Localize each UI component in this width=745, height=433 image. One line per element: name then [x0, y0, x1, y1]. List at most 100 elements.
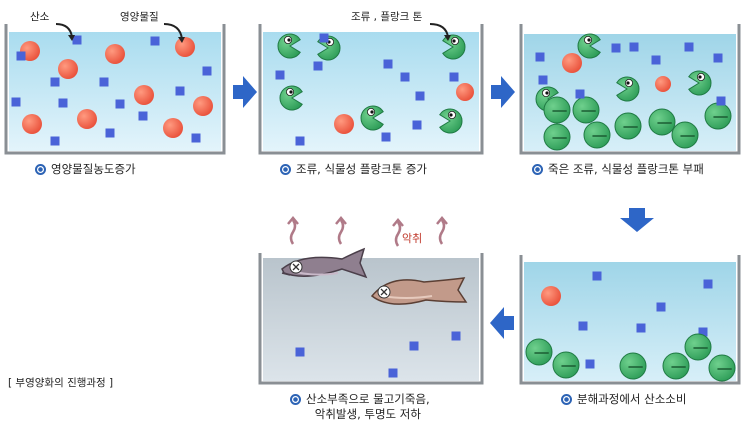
plankton-eating-icon — [360, 105, 384, 131]
flow-arrow-2 — [491, 76, 515, 108]
nutrient-particle — [409, 341, 419, 351]
plankton-particle — [648, 108, 676, 136]
bullet-icon — [290, 394, 301, 405]
odor-wisps — [287, 216, 448, 247]
plankton-particle — [572, 96, 600, 124]
oxygen-particle — [175, 37, 195, 57]
plankton-pupil — [587, 38, 591, 42]
plankton-pupil — [545, 91, 549, 95]
nutrient-particle — [50, 136, 60, 146]
nutrient-particle — [275, 70, 285, 80]
nutrient-particle — [400, 72, 410, 82]
nutrient-particle — [16, 51, 26, 61]
nutrient-particle — [578, 321, 588, 331]
nutrient-particle — [150, 36, 160, 46]
label-nutrients: 영양물질 — [120, 11, 159, 23]
oxygen-particle — [334, 114, 354, 134]
plankton-particle — [684, 333, 712, 361]
oxygen-particle — [163, 118, 183, 138]
flow-arrow-3 — [620, 208, 654, 232]
plankton-pupil — [449, 113, 453, 117]
label-algae: 조류 , 플랑크 톤 — [351, 11, 423, 23]
dead-fish-icon — [281, 247, 368, 279]
nutrient-particle — [115, 99, 125, 109]
caption-text: 산소부족으로 물고기죽음, — [306, 392, 430, 406]
nutrient-particle — [295, 136, 305, 146]
nutrient-particle — [191, 133, 201, 143]
nutrient-particle — [138, 111, 148, 121]
nutrient-particle — [99, 77, 109, 87]
oxygen-particle — [22, 114, 42, 134]
flow-arrow-1 — [233, 76, 257, 108]
plankton-particle — [704, 102, 732, 130]
nutrient-particle — [412, 120, 422, 130]
plankton-eating-icon — [277, 33, 301, 59]
caption-text: 조류, 식물성 플랑크톤 증가 — [296, 162, 428, 176]
nutrient-particle — [58, 98, 68, 108]
nutrient-particle — [415, 91, 425, 101]
plankton-particle — [671, 121, 699, 149]
nutrient-particle — [11, 97, 21, 107]
plankton-particle — [552, 351, 580, 379]
nutrient-particle — [538, 75, 548, 85]
nutrient-particle — [698, 327, 708, 337]
plankton-pupil — [626, 81, 630, 85]
plankton-pupil — [289, 90, 293, 94]
bullet-icon — [532, 164, 543, 175]
bullet-icon — [35, 164, 46, 175]
oxygen-particle — [193, 96, 213, 116]
nutrient-particle — [72, 35, 82, 45]
nutrient-particle — [295, 347, 305, 357]
nutrient-particle — [651, 55, 661, 65]
oxygen-pointer — [55, 23, 73, 38]
oxygen-particle — [541, 286, 561, 306]
nutrient-particle — [381, 132, 391, 142]
oxygen-particle — [655, 76, 671, 92]
caption-stage-2: 조류, 식물성 플랑크톤 증가 — [280, 162, 427, 177]
caption-text: 영양물질농도증가 — [51, 162, 136, 176]
caption-text: 분해과정에서 산소소비 — [577, 392, 687, 406]
nutrient-particle — [313, 61, 323, 71]
bullet-icon — [280, 164, 291, 175]
nutrient-particle — [50, 77, 60, 87]
plankton-pupil — [370, 110, 374, 114]
caption-stage-3: 죽은 조류, 식물성 플랑크톤 부패 — [532, 162, 704, 177]
oxygen-particle — [456, 83, 474, 101]
nutrient-particle — [611, 43, 621, 53]
plankton-eating-icon — [688, 70, 712, 96]
oxygen-particle — [58, 59, 78, 79]
nutrient-particle — [684, 42, 694, 52]
nutrient-particle — [383, 59, 393, 69]
plankton-particle — [543, 96, 571, 124]
nutrient-particle — [202, 66, 212, 76]
nutrient-particle — [656, 302, 666, 312]
plankton-eating-icon — [577, 33, 601, 59]
nutrient-particle — [449, 72, 459, 82]
nutrient-particle — [105, 128, 115, 138]
flow-arrow-4 — [490, 307, 514, 339]
caption-text: 악취발생, 투명도 저하 — [314, 407, 421, 421]
plankton-particle — [614, 112, 642, 140]
plankton-eating-icon — [616, 76, 640, 102]
nutrient-particle — [535, 52, 545, 62]
plankton-particle — [662, 352, 690, 380]
nutrient-particle — [716, 96, 726, 106]
plankton-particle — [619, 352, 647, 380]
plankton-particle — [583, 121, 611, 149]
nutrient-particle — [636, 323, 646, 333]
plankton-particle — [708, 354, 736, 382]
plankton-eating-icon — [439, 108, 463, 134]
oxygen-particle — [134, 85, 154, 105]
plankton-particle — [543, 123, 571, 151]
oxygen-particle — [105, 44, 125, 64]
nutrient-particle — [575, 89, 585, 99]
nutrient-particle — [713, 53, 723, 63]
nutrient-particle — [451, 331, 461, 341]
algae-pointer — [429, 23, 449, 38]
caption-text: 죽은 조류, 식물성 플랑크톤 부패 — [548, 162, 704, 176]
nutrient-particle — [585, 359, 595, 369]
nutrient-particle — [388, 368, 398, 378]
nutrient-pointer — [163, 23, 183, 40]
plankton-particle — [525, 338, 553, 366]
